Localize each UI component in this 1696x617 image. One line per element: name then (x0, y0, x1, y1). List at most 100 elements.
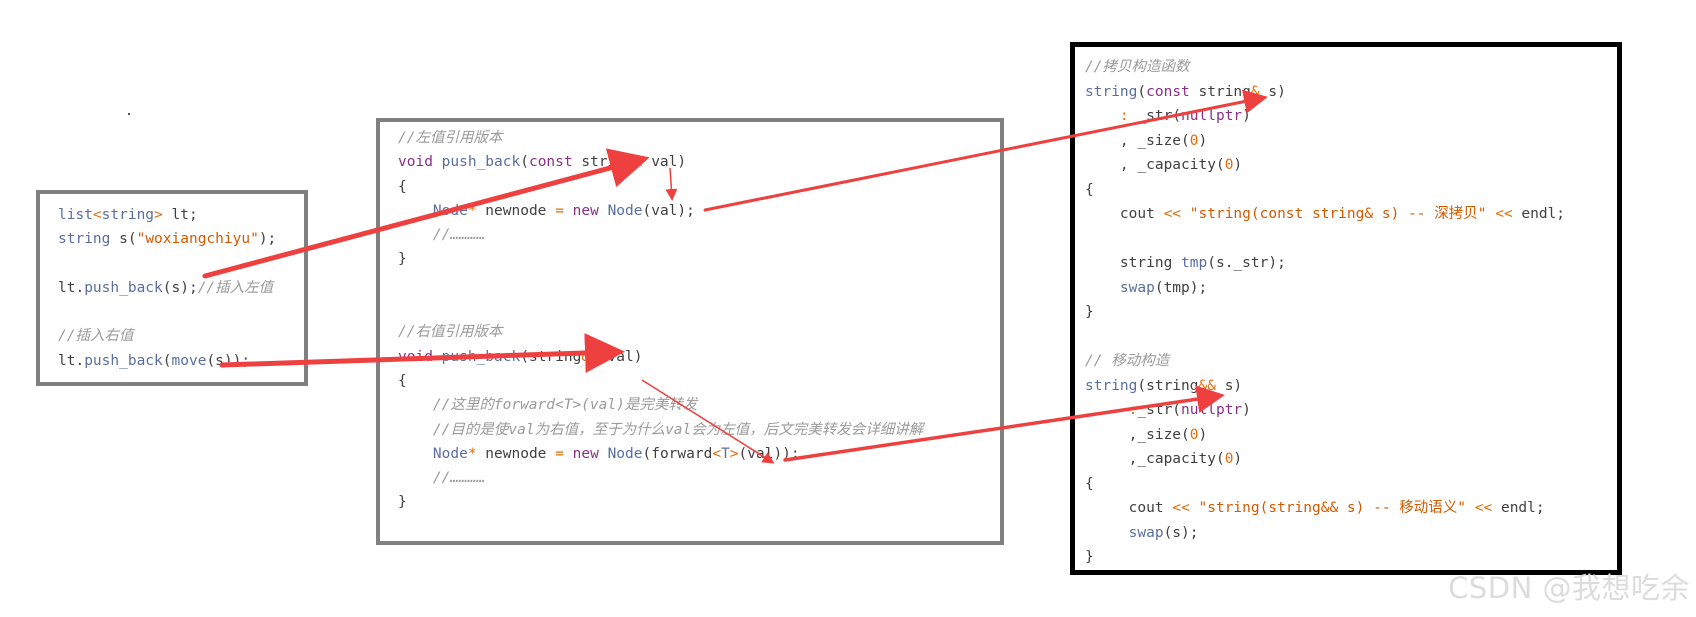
code-token (433, 349, 442, 365)
code-token: (val); (642, 202, 695, 219)
code-token: } (1085, 549, 1094, 565)
code-line: //插入右值 (58, 324, 276, 348)
code-token: new (572, 202, 599, 219)
code-token (433, 154, 442, 170)
code-token: } (398, 251, 407, 268)
code-token (398, 446, 433, 462)
code-token: } (1085, 304, 1094, 320)
code-token: _str( (1128, 108, 1182, 124)
code-token (1085, 402, 1129, 418)
code-token: * (467, 445, 477, 462)
code-token: endl; (1512, 206, 1566, 222)
code-line: } (1085, 545, 1565, 570)
code-token (1466, 500, 1475, 516)
code-token: (string (1137, 377, 1199, 394)
code-token: val) (598, 348, 643, 365)
code-line: : _str(nullptr) (1085, 104, 1565, 129)
code-token: Node (432, 445, 468, 462)
code-line: Node* newnode = new Node(val); (398, 199, 923, 223)
code-token: T (721, 445, 730, 462)
code-token: cout (1085, 500, 1173, 516)
code-line: , _size(0) (1085, 129, 1565, 154)
code-token: string (1085, 377, 1138, 394)
code-token: nullptr (1181, 108, 1243, 124)
code-line: // 移动构造 (1085, 349, 1565, 374)
code-token: ) (1233, 451, 1243, 467)
code-line: //左值引用版本 (398, 126, 923, 150)
code-token: //插入左值 (197, 279, 274, 296)
code-line: lt.push_back(s);//插入左值 (58, 276, 276, 300)
code-line: swap(s); (1085, 521, 1565, 546)
code-token: (tmp); (1154, 279, 1208, 296)
code-token: } (398, 494, 407, 511)
code-line: string(string&& s) (1085, 374, 1565, 399)
code-token: newnode (476, 202, 556, 219)
code-token: ); (258, 231, 277, 248)
code-token: (s); (162, 279, 198, 296)
code-line: Node* newnode = new Node(forward<T>(val)… (398, 442, 923, 466)
code-token: void (398, 154, 433, 171)
code-token: //右值引用版本 (398, 324, 503, 341)
code-line: ​ (58, 252, 276, 276)
code-token: : (1119, 108, 1129, 124)
code-line: //这里的forward<T>(val)是完美转发 (398, 393, 923, 417)
code-token: swap (1128, 524, 1164, 541)
code-line: ​ (58, 300, 276, 324)
code-token: _str( (1137, 402, 1182, 418)
code-token: ( (520, 154, 529, 171)
code-token: // 移动构造 (1085, 353, 1170, 369)
code-token: (forward (642, 445, 713, 462)
code-token: //………… (398, 470, 486, 487)
code-token: new (572, 445, 599, 462)
code-token: ) (1198, 426, 1208, 443)
code-line: } (1085, 300, 1565, 325)
code-token: ,_capacity( (1085, 451, 1225, 467)
code-token: && (1198, 377, 1216, 394)
code-line: void push_back(string&& val) (398, 345, 923, 369)
code-token: 0 (1189, 132, 1199, 149)
code-token: > (729, 445, 739, 462)
code-line: ​ (398, 296, 923, 320)
code-token: * (467, 202, 477, 219)
code-token: 0 (1189, 426, 1199, 443)
code-line: string s("woxiangchiyu"); (58, 227, 276, 251)
code-token (599, 203, 608, 219)
code-token: void (398, 348, 433, 365)
code-token (1085, 280, 1120, 296)
code-token: lt. (58, 352, 85, 369)
code-token: Node (607, 202, 643, 219)
code-token: //拷贝构造函数 (1085, 59, 1190, 75)
code-token: (string (520, 348, 582, 365)
code-token: (s); (1163, 524, 1199, 541)
code-token: lt. (58, 279, 85, 296)
code-token: < (712, 445, 722, 462)
code-token (1085, 108, 1120, 124)
code-line: string(const string& s) (1085, 80, 1565, 105)
code-token: "string(const string& s) -- 深拷贝" (1189, 206, 1487, 222)
code-token (1190, 500, 1199, 516)
code-token: val) (642, 154, 687, 171)
code-token: << (1495, 206, 1513, 222)
code-token: nullptr (1181, 402, 1243, 418)
code-line: //………… (398, 223, 923, 247)
code-line: //拷贝构造函数 (1085, 55, 1565, 80)
code-token: string (1085, 255, 1182, 271)
code-token: string (1085, 83, 1138, 100)
code-token: const (528, 154, 573, 171)
code-token: //这里的forward<T>(val)是完美转发 (398, 397, 698, 414)
code-block: list<string> lt;string s("woxiangchiyu")… (58, 203, 276, 373)
code-token: , _size( (1085, 132, 1190, 149)
code-token: ) (1233, 157, 1243, 173)
code-line: //目的是使val为右值，至于为什么val会为左值，后文完美转发会详细讲解 (398, 418, 923, 442)
code-token: push_back (441, 154, 521, 171)
code-token: Node (432, 202, 468, 219)
code-token: lt; (162, 207, 198, 223)
code-line: { (1085, 472, 1565, 497)
code-token: ) (1198, 132, 1208, 149)
code-line: ​ (1085, 227, 1565, 252)
caller-code-panel: list<string> lt;string s("woxiangchiyu")… (36, 190, 308, 386)
code-token (1486, 206, 1495, 222)
code-line: //………… (398, 466, 923, 490)
